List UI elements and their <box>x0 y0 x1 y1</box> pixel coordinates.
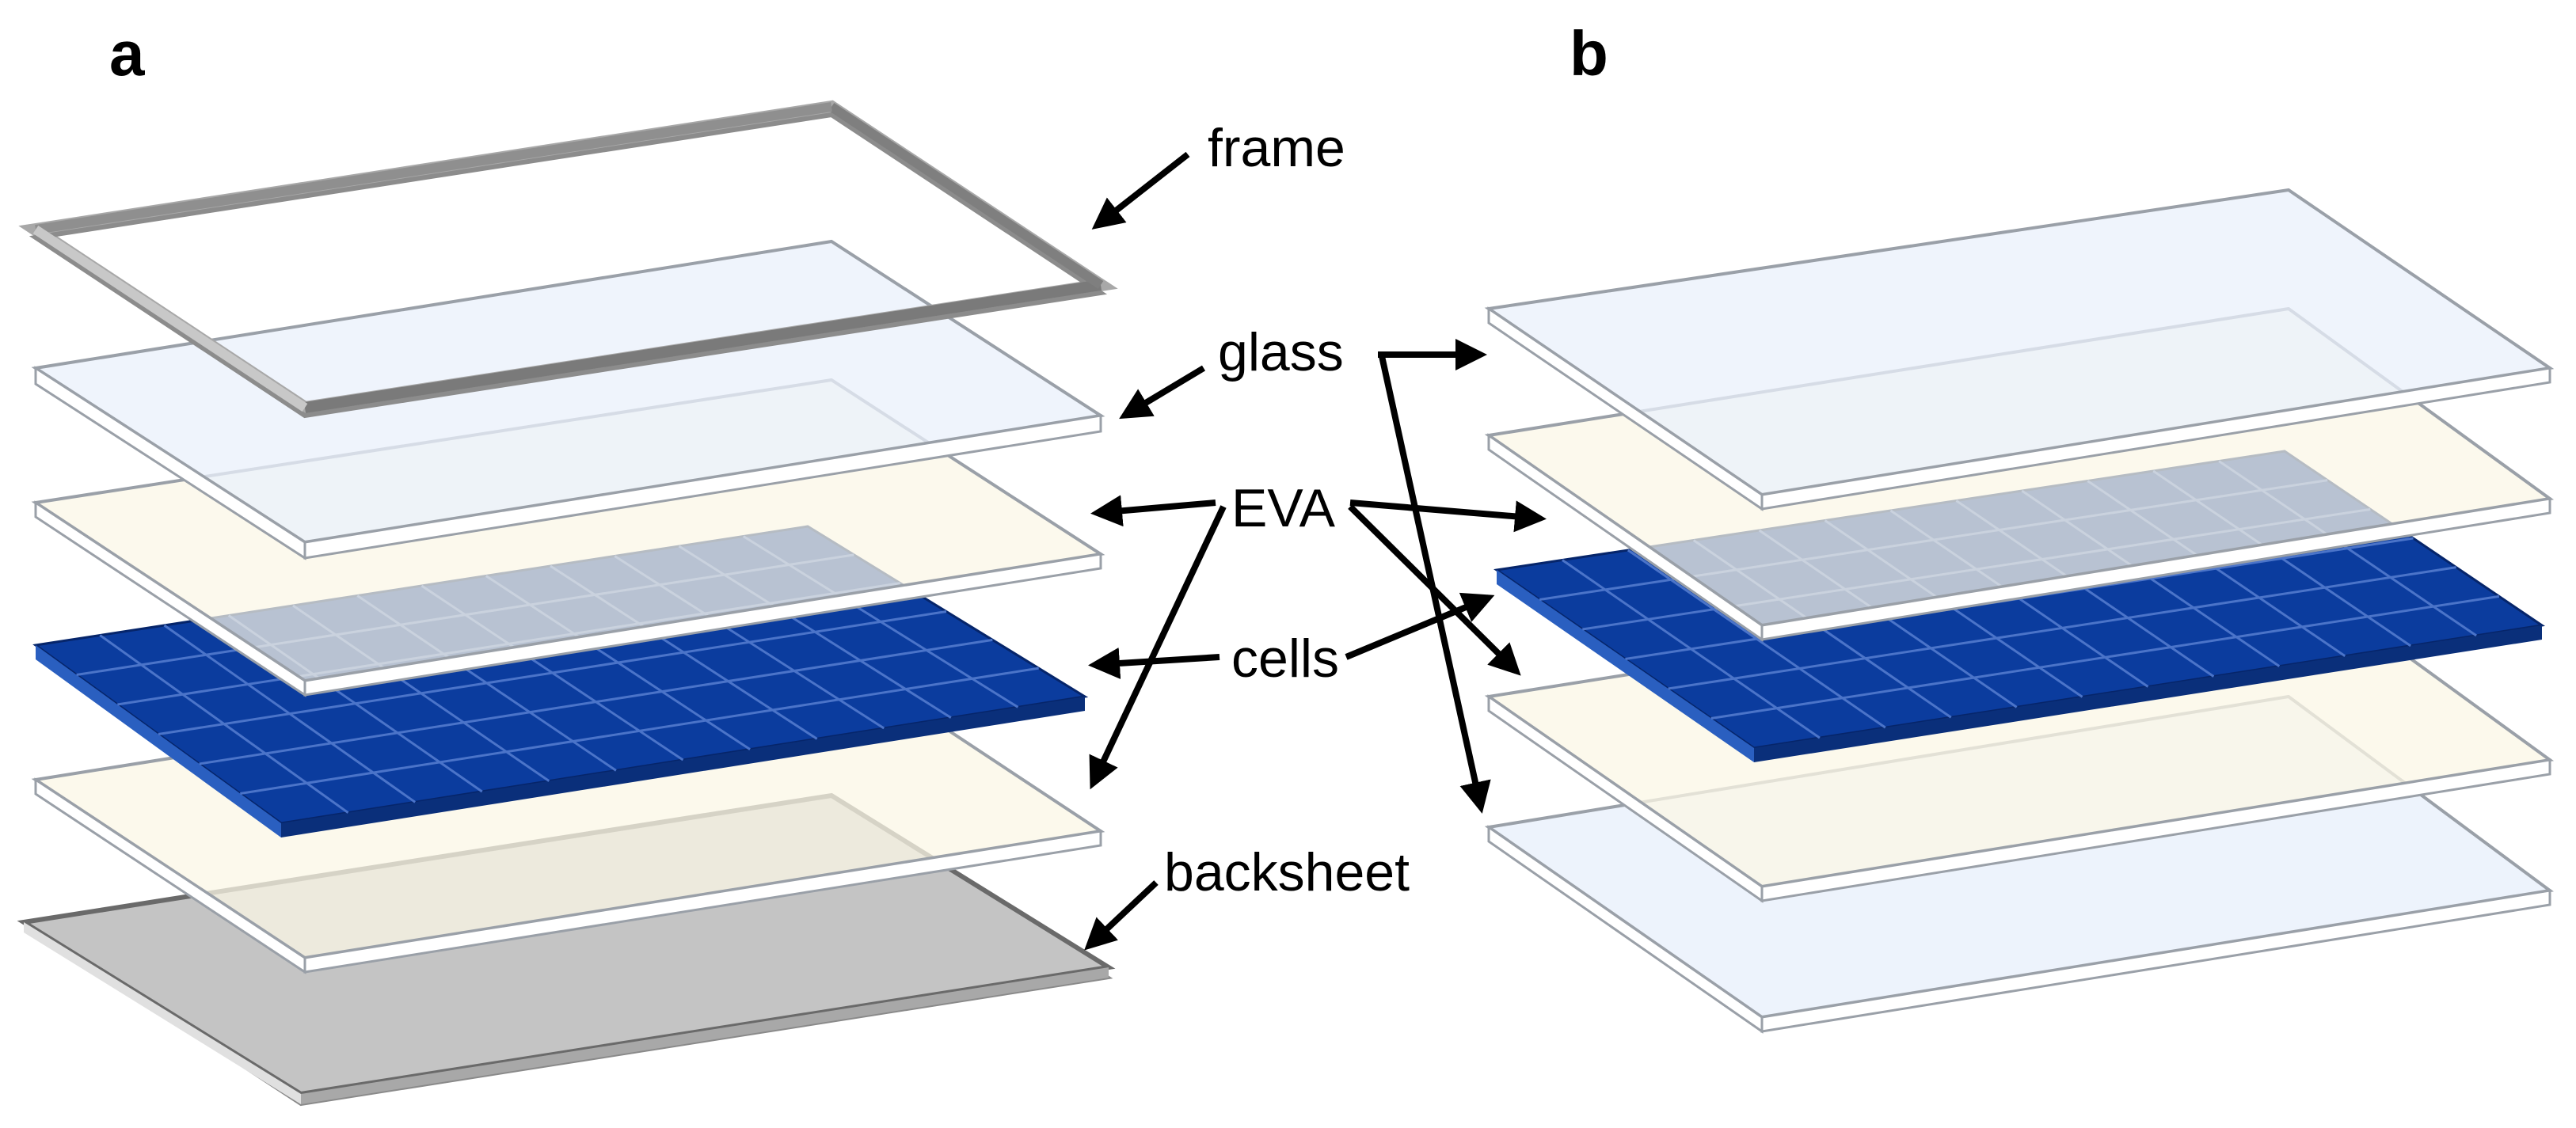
cell-grid-line <box>158 610 947 735</box>
label-glass: glass <box>1218 322 1344 382</box>
arrow-frame <box>1091 151 1190 230</box>
arrow-backsheet <box>1084 880 1159 951</box>
label-frame: frame <box>1208 118 1345 178</box>
arrow-cells-b <box>1345 592 1495 660</box>
panel-b <box>1484 188 2555 1034</box>
panel-b-letter: b <box>1570 18 1608 89</box>
arrow-eva-b-upper <box>1349 499 1547 533</box>
arrow-glass-b-lower <box>1379 355 1491 814</box>
label-cells: cells <box>1231 629 1339 689</box>
a-frame-layer <box>18 100 1118 419</box>
arrow-eva-b-lower <box>1348 504 1521 676</box>
arrow-eva-a-upper <box>1090 495 1216 527</box>
cell-grid-line <box>199 638 993 765</box>
label-eva: EVA <box>1231 478 1336 538</box>
a-glass-layer <box>31 239 1105 560</box>
panel-a-letter: a <box>109 18 145 89</box>
arrow-eva-a-lower <box>1089 505 1227 790</box>
cell-grid-line <box>1668 566 2456 690</box>
cell-grid-line <box>240 667 1039 795</box>
callout-arrows <box>1084 151 1547 951</box>
b-glass-upper-layer <box>1484 188 2555 511</box>
panel-a <box>17 100 1118 1107</box>
arrow-cells-a <box>1088 648 1220 679</box>
arrow-glass-a <box>1119 365 1206 420</box>
label-backsheet: backsheet <box>1164 842 1410 902</box>
cell-grid-line <box>1710 594 2500 720</box>
